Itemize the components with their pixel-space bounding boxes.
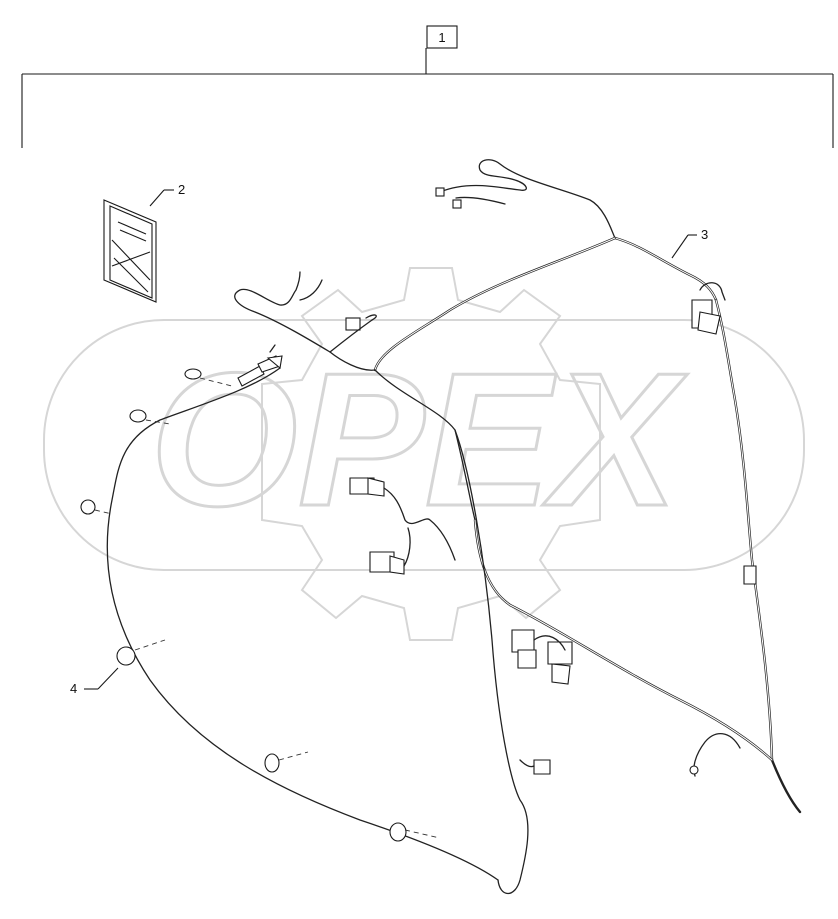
watermark-gear (261, 267, 601, 641)
callout-4-label: 4 (70, 681, 77, 696)
clip (184, 368, 233, 387)
clip (116, 639, 166, 666)
callout-1-bracket: 1 (21, 25, 834, 148)
clip (80, 499, 113, 515)
callout-2-label: 2 (178, 182, 185, 197)
wire-harness (234, 159, 802, 895)
callout-3: 3 (671, 227, 708, 259)
watermark-pill (43, 319, 805, 571)
cable-clips (80, 368, 441, 842)
watermark: OPEX (43, 267, 805, 641)
clip (264, 751, 309, 773)
sensor-cable (106, 344, 499, 881)
watermark-text: OPEX (149, 333, 690, 548)
callout-4: 4 (70, 667, 119, 696)
callout-3-label: 3 (701, 227, 708, 242)
callout-2: 2 (149, 182, 185, 207)
watermark-letters: OPEX (150, 334, 688, 546)
clip (389, 822, 441, 842)
callout-1-label: 1 (438, 30, 445, 45)
manual-booklet (103, 199, 157, 303)
clip (129, 409, 171, 425)
callout-1-box (426, 25, 458, 49)
